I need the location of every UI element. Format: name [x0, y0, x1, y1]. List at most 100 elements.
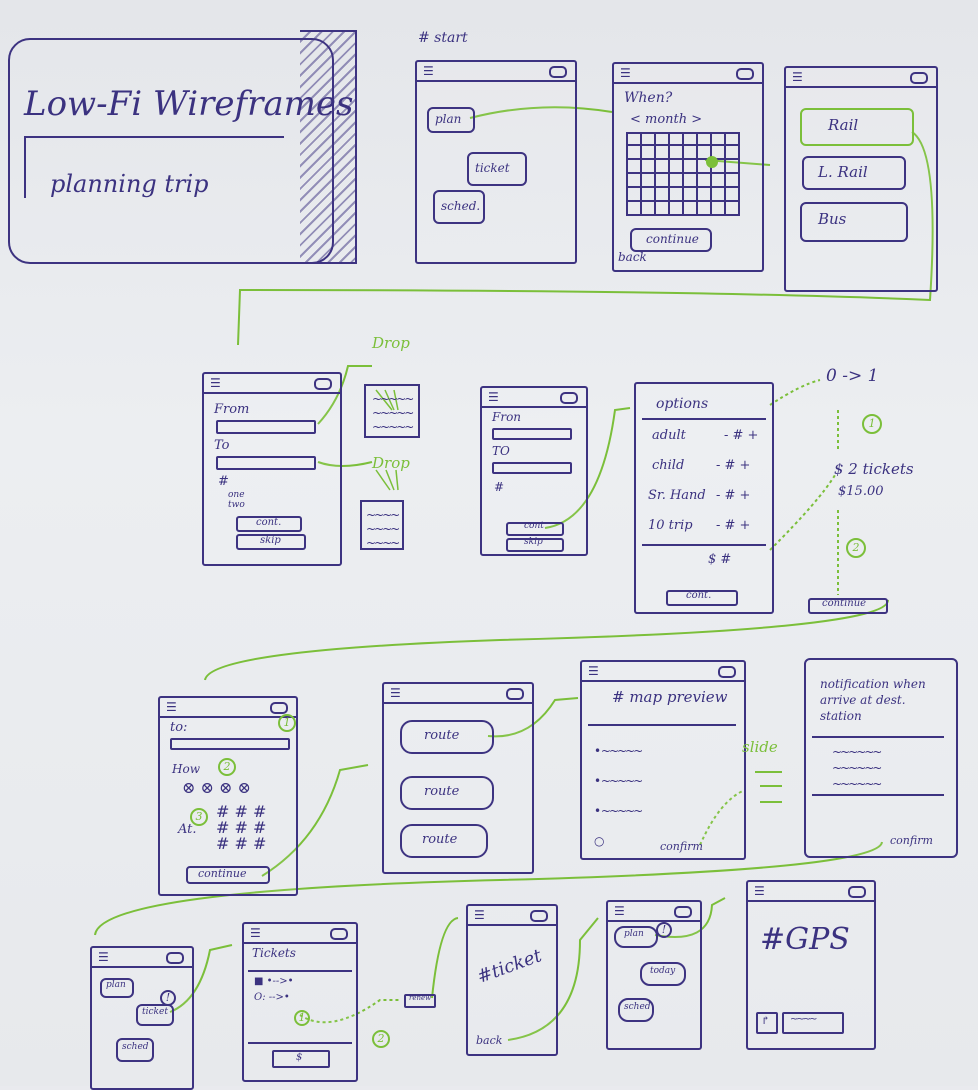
cont-button[interactable]: cont. [666, 590, 738, 606]
confirm-button[interactable]: confirm [890, 834, 933, 847]
ticket-button[interactable]: ticket [467, 152, 527, 186]
from-input[interactable] [492, 428, 572, 440]
toggle-icon [848, 886, 866, 898]
buy-button[interactable]: $ [272, 1050, 330, 1068]
radio-two[interactable]: two [228, 500, 245, 510]
to-label: To [214, 438, 230, 453]
step-1-marker: 1 [294, 1010, 310, 1026]
menu-icon: ☰ [792, 70, 803, 84]
from-label: From [214, 402, 250, 417]
child-row: child [652, 458, 685, 473]
ticket-row-2[interactable]: O: -->• [254, 992, 290, 1003]
calendar-grid[interactable] [626, 132, 740, 216]
how-label: How [172, 762, 200, 776]
map-preview-wireframe: ☰ # map preview • ~~~~~• ~~~~~• ~~~~~○ c… [580, 660, 746, 860]
light-rail-option[interactable]: L. Rail [802, 156, 906, 190]
title-text: Low-Fi Wireframes [24, 84, 354, 124]
menu-icon: ☰ [754, 884, 765, 898]
home-alert-wireframe: ☰ plan ! ticket sched [90, 946, 194, 1090]
adult-row: adult [652, 428, 686, 443]
options-heading: options [656, 396, 709, 412]
gps-hash: #GPS [760, 922, 850, 957]
cont-button[interactable]: cont. [236, 516, 302, 532]
adult-stepper[interactable]: - # + [724, 428, 759, 443]
toggle-icon [506, 688, 524, 700]
route-entry-wireframe: ☰ From To # one two cont. skip [202, 372, 342, 566]
route-entry-filled-wireframe: ☰ Fron TO # cont skip [480, 386, 588, 556]
toggle-icon [736, 68, 754, 80]
menu-icon: ☰ [250, 926, 261, 940]
skip-button[interactable]: skip [236, 534, 306, 550]
plan-button[interactable]: plan [614, 926, 658, 948]
menu-icon: ☰ [474, 908, 485, 922]
bus-option[interactable]: Bus [800, 202, 908, 242]
route-option-1[interactable]: route [400, 720, 494, 754]
menu-icon: ☰ [588, 664, 599, 678]
title-card-3d-edge [300, 30, 357, 264]
renew-button[interactable]: renew [404, 994, 436, 1008]
menu-icon: ☰ [166, 700, 177, 714]
toggle-icon [330, 928, 348, 940]
route-results-wireframe: ☰ route route route [382, 682, 534, 874]
alert-badge: ! [656, 922, 672, 938]
step-2-marker: 2 [372, 1030, 390, 1048]
time-grid[interactable]: # # ## # ## # # [216, 802, 267, 853]
transport-icons[interactable]: ⊗ ⊗ ⊗ ⊗ [182, 778, 251, 797]
schedule-button[interactable]: sched [618, 998, 654, 1022]
skip-button[interactable]: skip [506, 537, 564, 552]
gps-info-panel: ~~~~ [782, 1012, 844, 1034]
plan-button[interactable]: plan [427, 107, 475, 133]
price-note: $15.00 [838, 484, 884, 499]
to-input[interactable] [216, 456, 316, 470]
child-stepper[interactable]: - # + [716, 458, 751, 473]
gps-wireframe: ☰ #GPS ↱ ~~~~ [746, 880, 876, 1050]
route-step-list: • ~~~~~• ~~~~~• ~~~~~○ [594, 744, 643, 848]
ten-trip-stepper[interactable]: - # + [716, 518, 751, 533]
step-2-marker: 2 [218, 758, 236, 776]
back-link[interactable]: back [476, 1034, 503, 1047]
dropdown-2[interactable]: ~~~~~~~~~~~~ [360, 500, 404, 550]
schedule-button[interactable]: sched [116, 1038, 154, 1062]
month-nav[interactable]: < month > [630, 112, 703, 127]
toggle-icon [674, 906, 692, 918]
continue-button[interactable]: continue [808, 598, 888, 614]
ticket-detail-wireframe: ☰ #ticket back [466, 904, 558, 1056]
toggle-icon [314, 378, 332, 390]
route-option-3[interactable]: route [400, 824, 488, 858]
home-screen-wireframe: ☰ plan ticket sched. [415, 60, 577, 264]
continue-button[interactable]: continue [186, 866, 270, 884]
rail-option[interactable]: Rail [800, 108, 914, 146]
tickets-list-wireframe: ☰ Tickets ■ •-->• O: -->• 1 $ [242, 922, 358, 1082]
radio-one[interactable]: one [228, 490, 245, 500]
count-label: # [218, 474, 229, 489]
cont-button[interactable]: cont [506, 521, 564, 536]
to-input[interactable] [170, 738, 290, 750]
back-link[interactable]: back [618, 250, 647, 264]
dropdown-1[interactable]: ~~~~~~~~~~~~~~~ [364, 384, 420, 438]
step-1-marker: 1 [278, 714, 296, 732]
confirm-button[interactable]: confirm [660, 840, 703, 853]
menu-icon: ☰ [210, 376, 221, 390]
notification-wireframe: notification when arrive at dest. statio… [804, 658, 958, 858]
toggle-icon [910, 72, 928, 84]
route-option-2[interactable]: route [400, 776, 494, 810]
senior-stepper[interactable]: - # + [716, 488, 751, 503]
continue-button[interactable]: continue [630, 228, 712, 252]
menu-icon: ☰ [488, 390, 499, 404]
menu-icon: ☰ [390, 686, 401, 700]
date-picker-wireframe: ☰ When? < month > continue back [612, 62, 764, 272]
location-icon[interactable]: ↱ [756, 1012, 778, 1034]
ticket-row-1[interactable]: ■ •-->• [254, 976, 294, 987]
menu-icon: ☰ [614, 904, 625, 918]
ticket-hash: #ticket [474, 945, 545, 988]
today-button[interactable]: today [640, 962, 686, 986]
plan-button[interactable]: plan [100, 978, 134, 998]
to-label: TO [492, 444, 510, 458]
to-input[interactable] [492, 462, 572, 474]
tickets-title: Tickets [252, 946, 296, 960]
toggle-icon [560, 392, 578, 404]
ticket-button[interactable]: ticket [136, 1004, 174, 1026]
schedule-button[interactable]: sched. [433, 190, 485, 224]
from-input[interactable] [216, 420, 316, 434]
